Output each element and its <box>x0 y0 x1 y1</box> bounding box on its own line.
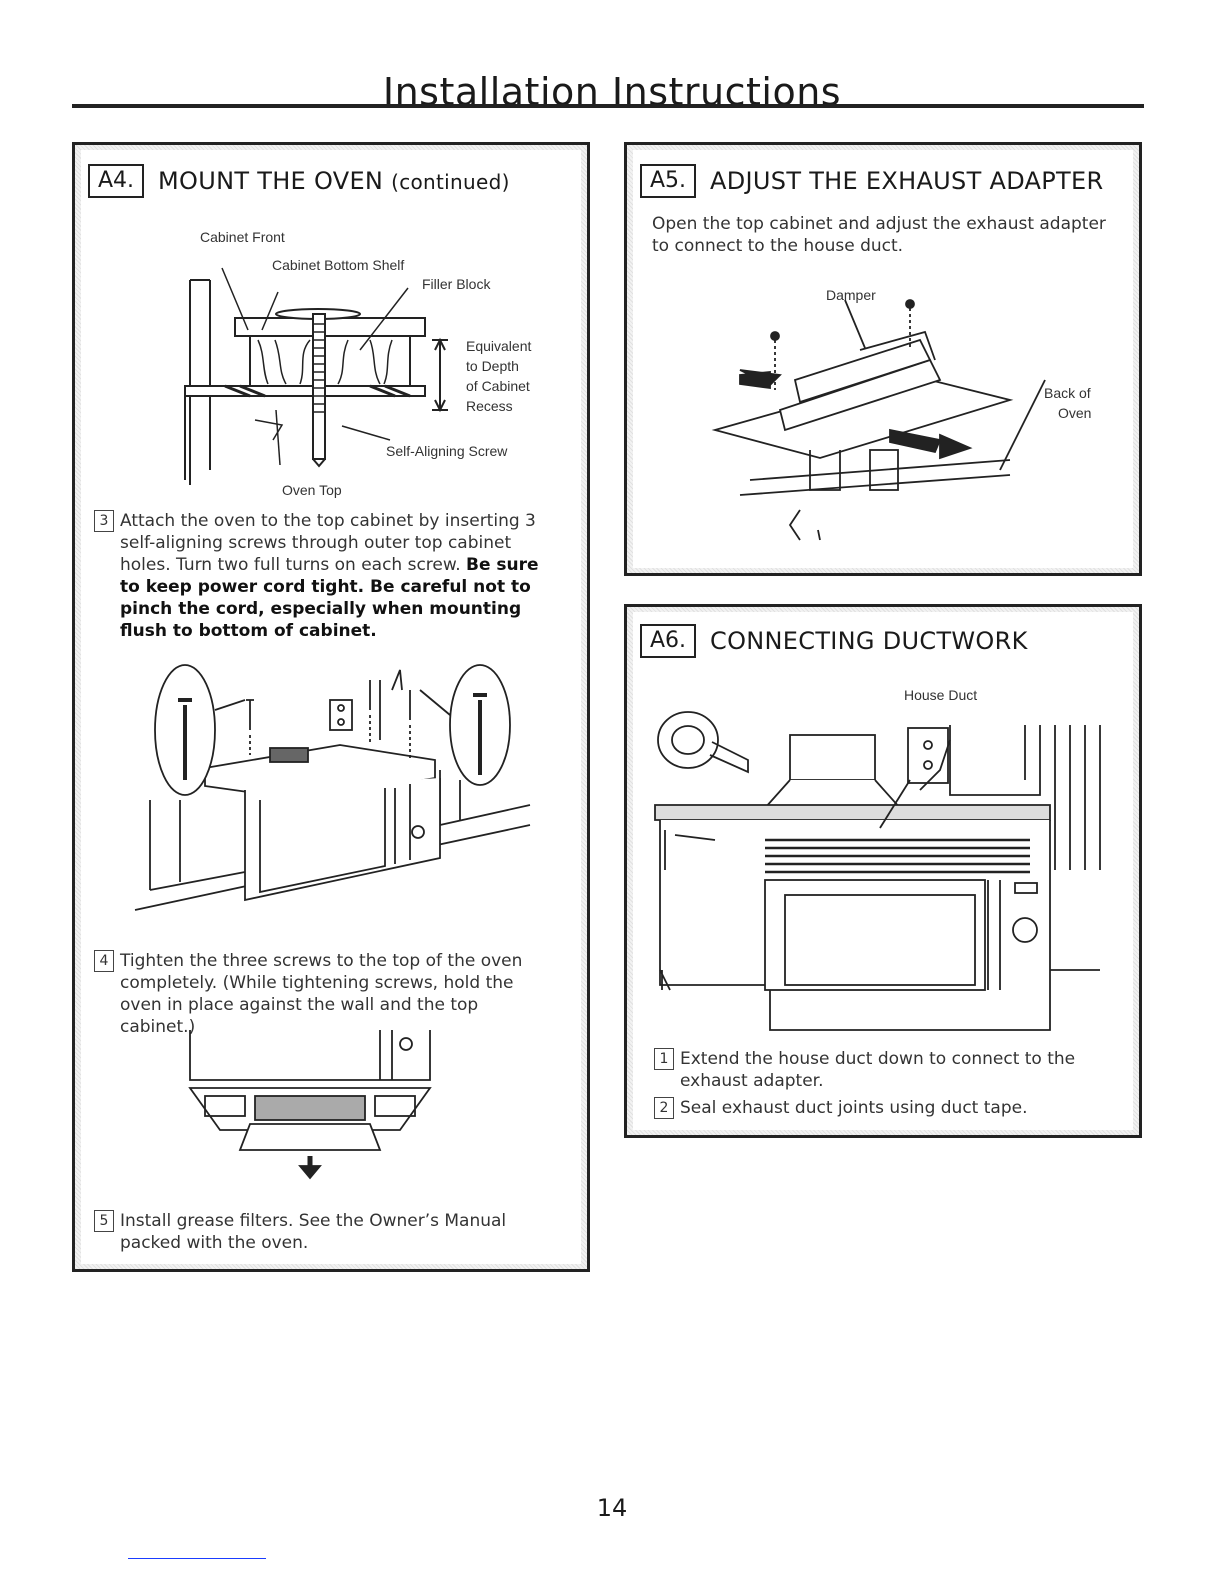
section-a5-title: ADJUST THE EXHAUST ADAPTER <box>710 167 1104 195</box>
step-5: 5 Install grease filters. See the Owner’s… <box>94 1210 564 1254</box>
label-oven-top: Oven Top <box>282 482 342 498</box>
section-a4-heading: A4. MOUNT THE OVEN (continued) <box>88 164 510 198</box>
section-a4-title: MOUNT THE OVEN (continued) <box>158 166 510 197</box>
label-cabinet-bottom-shelf: Cabinet Bottom Shelf <box>272 257 405 273</box>
label-filler-block: Filler Block <box>422 276 491 292</box>
label-equivalent-4: Recess <box>466 398 513 414</box>
section-a4-subtitle: (continued) <box>391 169 510 194</box>
label-equivalent-2: to Depth <box>466 358 519 374</box>
section-a6-title: CONNECTING DUCTWORK <box>710 627 1028 655</box>
section-a5-number: A5. <box>640 164 697 198</box>
oven-mounting-diagram <box>134 664 531 911</box>
section-a6-number: A6. <box>640 624 697 658</box>
section-a5-heading: A5. ADJUST THE EXHAUST ADAPTER <box>640 164 1103 198</box>
label-self-aligning-screw: Self-Aligning Screw <box>386 443 508 459</box>
step-4-number: 4 <box>94 950 114 972</box>
step-a6-1: 1 Extend the house duct down to connect t… <box>654 1048 1124 1092</box>
page-number: 14 <box>596 1494 628 1522</box>
cabinet-cross-section-diagram <box>184 267 448 485</box>
label-cabinet-front: Cabinet Front <box>200 229 285 245</box>
step-5-number: 5 <box>94 1210 114 1232</box>
step-a6-1-text: Extend the house duct down to connect to… <box>680 1049 1076 1091</box>
section-a4-number: A4. <box>88 164 145 198</box>
step-3: 3 Attach the oven to the top cabinet by i… <box>94 510 564 642</box>
section-a4-title-text: MOUNT THE OVEN <box>158 166 384 195</box>
section-a6-heading: A6. CONNECTING DUCTWORK <box>640 624 1028 658</box>
exhaust-adapter-diagram <box>711 299 1046 541</box>
step-4-text: Tighten the three screws to the top of t… <box>120 951 523 1037</box>
step-a6-2-text: Seal exhaust duct joints using duct tape… <box>680 1098 1028 1118</box>
section-a5-text: Open the top cabinet and adjust the exha… <box>652 214 1106 256</box>
label-back-of-oven-2: Oven <box>1058 405 1092 421</box>
step-a6-1-number: 1 <box>654 1048 674 1070</box>
label-house-duct: House Duct <box>904 687 978 703</box>
step-3-number: 3 <box>94 510 114 532</box>
step-a6-2-number: 2 <box>654 1097 674 1119</box>
ductwork-diagram <box>654 711 1101 1031</box>
step-a6-2: 2 Seal exhaust duct joints using duct tap… <box>654 1097 1124 1119</box>
step-3-warning: Be sure to keep power cord tight. Be car… <box>120 555 539 641</box>
step-3-text: Attach the oven to the top cabinet by in… <box>120 511 536 575</box>
footer-link-underline[interactable] <box>128 1558 266 1559</box>
step-4: 4 Tighten the three screws to the top of … <box>94 950 564 1038</box>
title-rule <box>72 104 1144 108</box>
label-back-of-oven-1: Back of <box>1044 385 1091 401</box>
label-damper: Damper <box>826 287 876 303</box>
label-equivalent-1: Equivalent <box>466 338 532 354</box>
label-equivalent-3: of Cabinet <box>466 378 530 394</box>
step-5-text: Install grease filters. See the Owner’s … <box>120 1211 507 1253</box>
grease-filter-diagram <box>188 1030 432 1180</box>
